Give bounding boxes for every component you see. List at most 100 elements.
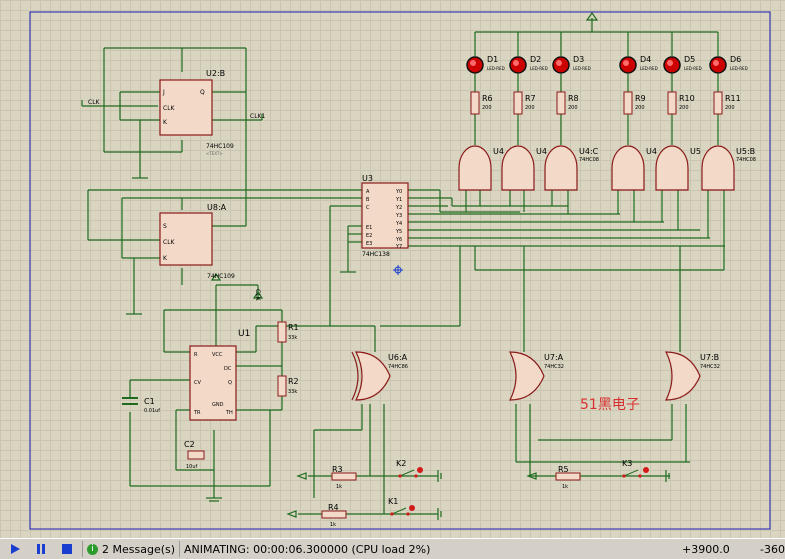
stop-icon [62,544,72,554]
coord-y: -3600 [760,542,785,556]
led-type: LED-RED [530,66,548,71]
resistor-r2-ref: R2 [288,377,299,386]
switch-k1[interactable]: K1 [388,497,415,516]
resistor-ref: R6 [482,94,493,103]
led-ref: D1 [487,55,498,64]
capacitor-c2-value: 10uf [186,464,198,470]
pin-label: CV [194,380,201,386]
resistor-r5[interactable]: R5 1k [555,465,581,490]
pin-label: CLK [163,105,176,112]
switch-k3-ref: K3 [622,459,632,468]
chip-u7a-type: 74HC32 [544,364,564,370]
resistor-r5-value: 1k [562,484,568,490]
gate-ref: U4 [536,147,547,156]
net-label-clk-u1: CLK [254,289,261,302]
resistor-ref: R11 [725,94,741,103]
resistor-value: 200 [482,105,492,111]
gate-type: 74HC08 [579,157,599,163]
resistor-r3[interactable]: R3 1k [331,465,357,490]
resistor-value: 200 [679,105,689,111]
resistor-r2-value: 33k [288,389,297,395]
and-gate[interactable]: U4 [458,145,504,191]
switch-k2[interactable]: K2 [396,459,423,478]
chip-u3-ref: U3 [362,174,373,183]
and-gate[interactable]: U5 [655,145,701,191]
resistor-r2[interactable]: R2 33k [277,375,299,397]
chip-u3-type: 74HC138 [362,251,390,258]
gate-ref: U4 [646,147,657,156]
led-group: D1LED-REDD2LED-REDD3LED-REDD4LED-REDD5LE… [466,55,748,74]
gate-u6a[interactable]: U6:A 74HC86 [351,351,408,401]
pin-label: A [366,189,370,195]
switch-k1-ref: K1 [388,497,398,506]
chip-u2b[interactable]: U2:B 74HC109 <TEXT> J CLK K Q [159,69,234,156]
pin-label: J [162,89,165,96]
messages-count[interactable]: 2 Message(s) [102,542,176,556]
resistor-ref: R10 [679,94,695,103]
led-ref: D4 [640,55,651,64]
resistor-value: 200 [568,105,578,111]
separator [82,541,83,557]
chip-u2b-ref: U2:B [206,69,225,78]
switch-k3[interactable]: K3 [622,459,649,478]
pause-button[interactable] [30,540,52,558]
chip-u7a-ref: U7:A [544,353,564,362]
pin-label: Y6 [395,237,402,243]
resistor-ref: R8 [568,94,579,103]
led-ref: D2 [530,55,541,64]
simulation-status: ANIMATING: 00:00:06.300000 (CPU load 2%) [184,542,431,556]
resistor-r4-value: 1k [330,522,336,528]
and-gate[interactable]: U4 [611,145,657,191]
stop-button[interactable] [56,540,78,558]
pin-label: B [366,197,370,203]
chip-u3[interactable]: U3 74HC138 A B C E1 E2 E3 Y0 Y1 Y2 Y3 Y4… [361,174,409,258]
gate-type: 74HC08 [736,157,756,163]
pin-label: DC [224,366,232,372]
pin-label: Y5 [395,229,402,235]
schematic-canvas[interactable]: U2:B 74HC109 <TEXT> J CLK K Q U8:A 74HC1… [0,0,785,538]
pin-label: R [194,352,198,358]
pin-label: S [163,223,167,230]
and-gate[interactable]: U4 [501,145,547,191]
capacitor-c2[interactable]: C2 10uf [184,440,205,470]
gate-ref: U4 [493,147,504,156]
chip-u1[interactable]: U1 R VCC DC CV GND Q TR TH [189,329,250,421]
play-icon [11,544,20,554]
resistor-r4-ref: R4 [328,503,339,512]
gate-u7b[interactable]: U7:B 74HC32 [665,351,720,401]
resistor-r1-ref: R1 [288,323,299,332]
switch-k2-ref: K2 [396,459,406,468]
separator [179,541,181,557]
led-type: LED-RED [487,66,505,71]
pin-label: Q [228,380,232,386]
gate-u7a[interactable]: U7:A 74HC32 [509,351,564,401]
resistor-ref: R9 [635,94,646,103]
gate-ref: U5 [690,147,701,156]
pin-label: C [366,205,370,211]
net-label-clk: CLK [88,99,101,106]
chip-u6a-type: 74HC86 [388,364,408,370]
pin-label: K [163,119,168,126]
capacitor-c1[interactable]: C1 0.01uf [122,397,160,414]
resistor-r4[interactable]: R4 1k [321,503,347,528]
chip-u8a[interactable]: U8:A 74HC109 S CLK K [159,203,235,280]
pin-label: CLK [163,239,176,246]
play-button[interactable] [4,540,26,558]
resistor-r1[interactable]: R1 33k [277,321,299,343]
